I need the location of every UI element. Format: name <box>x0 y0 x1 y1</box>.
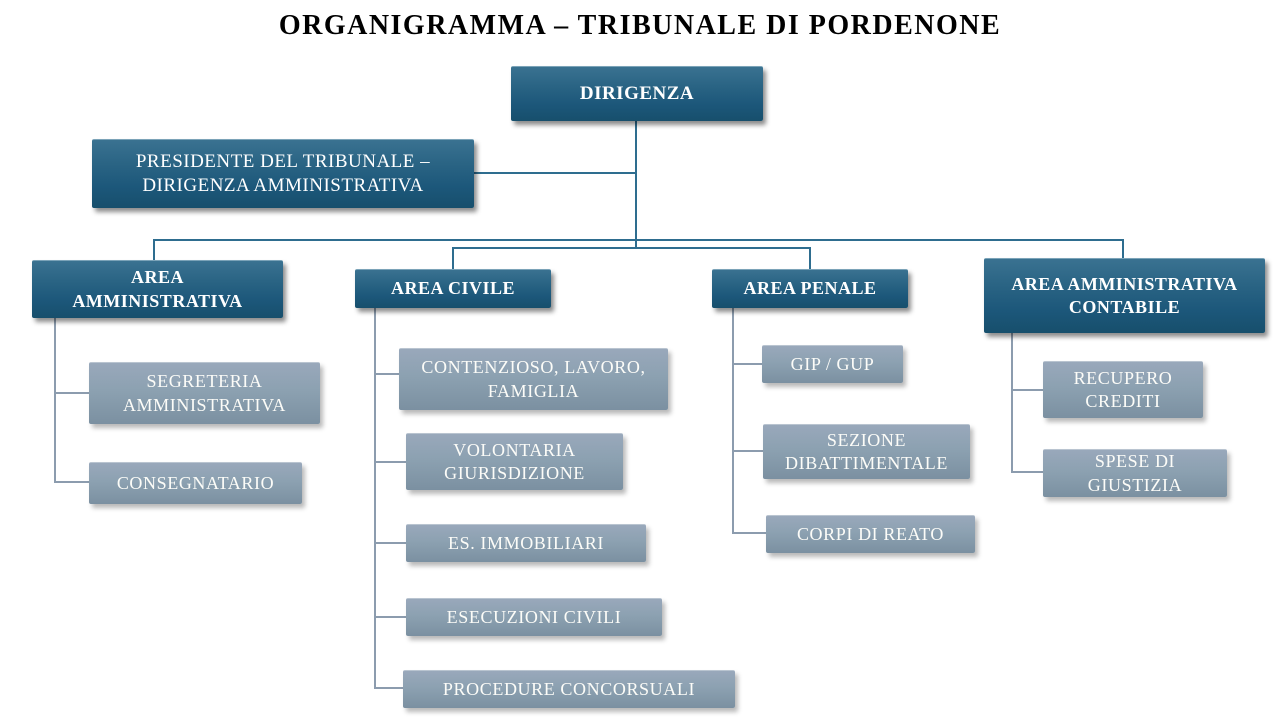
org-box-consegnatario: CONSEGNATARIO <box>89 462 302 504</box>
connector-col3-stub-3 <box>732 532 766 534</box>
org-box-procedure-concorsuali: PROCEDURE CONCORSUALI <box>403 670 735 708</box>
org-box-dirigenza: DIRIGENZA <box>511 66 763 121</box>
org-box-sezione-dibattimentale: SEZIONE DIBATTIMENTALE <box>763 424 970 479</box>
org-box-spese-di-giustizia: SPESE DI GIUSTIZIA <box>1043 449 1227 497</box>
org-box-area-amministrativa: AREA AMMINISTRATIVA <box>32 260 283 318</box>
connector-col1-vertical <box>54 318 56 483</box>
connector-col1-stub-2 <box>54 481 89 483</box>
connector-col2-stub-3 <box>374 542 406 544</box>
org-box-presidente-del-tribunale: PRESIDENTE DEL TRIBUNALE – DIRIGENZA AMM… <box>92 139 474 208</box>
org-box-area-civile: AREA CIVILE <box>355 269 551 308</box>
connector-col4-stub-1 <box>1011 389 1043 391</box>
connector-col3-stub-2 <box>732 450 763 452</box>
connector-col2-stub-1 <box>374 373 399 375</box>
connector-col2-vertical <box>374 308 376 689</box>
page-title: ORGANIGRAMMA – TRIBUNALE DI PORDENONE <box>278 10 1002 41</box>
connector-trunk-vertical <box>635 121 637 249</box>
connector-drop-area-civile <box>452 247 454 269</box>
org-box-area-penale: AREA PENALE <box>712 269 908 308</box>
connector-outer-horizontal <box>153 239 1124 241</box>
connector-col3-stub-1 <box>732 363 762 365</box>
org-box-volontaria-giurisdizione: VOLONTARIA GIURISDIZIONE <box>406 433 623 490</box>
connector-inner-horizontal <box>452 247 811 249</box>
org-box-es-immobiliari: ES. IMMOBILIARI <box>406 524 646 562</box>
connector-col2-stub-5 <box>374 687 403 689</box>
connector-col2-stub-4 <box>374 616 406 618</box>
connector-drop-area-contabile <box>1122 239 1124 258</box>
connector-col2-stub-2 <box>374 461 406 463</box>
connector-col4-vertical <box>1011 333 1013 473</box>
org-box-gip-gup: GIP / GUP <box>762 345 903 383</box>
connector-col3-vertical <box>732 308 734 534</box>
connector-col4-stub-2 <box>1011 471 1043 473</box>
connector-drop-area-amministrativa <box>153 239 155 260</box>
org-box-recupero-crediti: RECUPERO CREDITI <box>1043 361 1203 418</box>
org-box-area-amministrativa-contabile: AREA AMMINISTRATIVA CONTABILE <box>984 258 1265 333</box>
connector-president-horizontal <box>474 172 636 174</box>
connector-col1-stub-1 <box>54 392 89 394</box>
org-box-contenzioso-lavoro-famiglia: CONTENZIOSO, LAVORO, FAMIGLIA <box>399 348 668 410</box>
org-box-esecuzioni-civili: ESECUZIONI CIVILI <box>406 598 662 636</box>
connector-drop-area-penale <box>809 247 811 269</box>
org-box-corpi-di-reato: CORPI DI REATO <box>766 515 975 553</box>
org-box-segreteria-amministrativa: SEGRETERIA AMMINISTRATIVA <box>89 362 320 424</box>
